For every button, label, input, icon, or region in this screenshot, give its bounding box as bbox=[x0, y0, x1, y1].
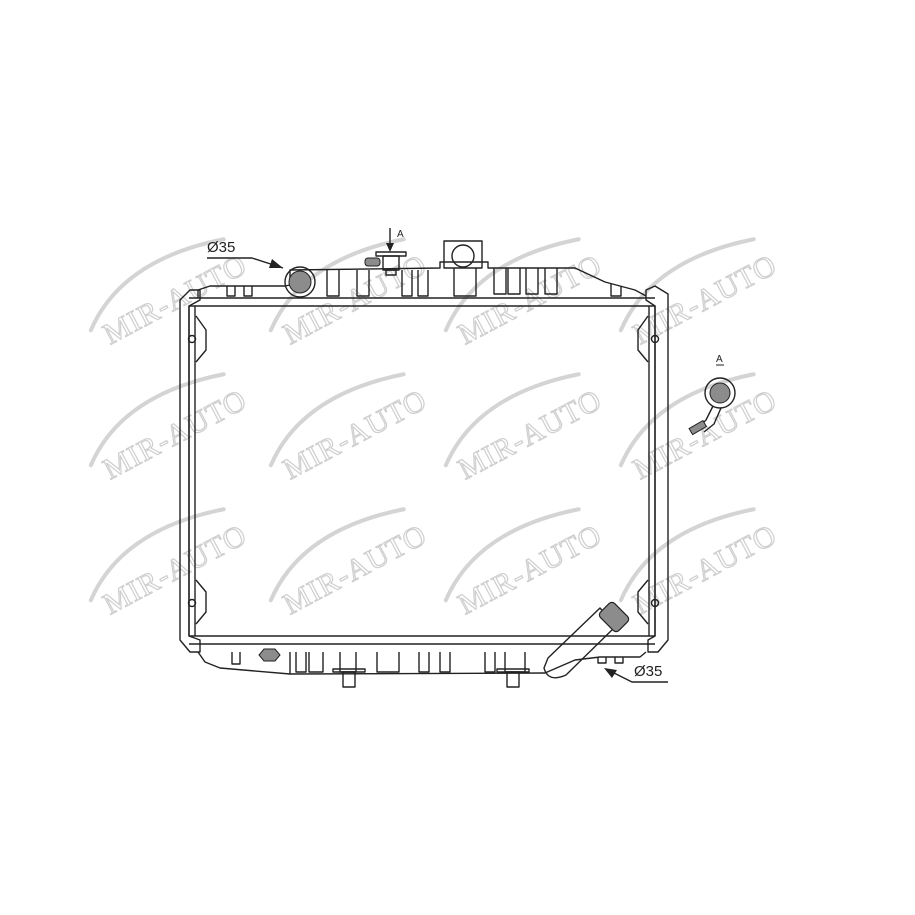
sensor-fitting: A bbox=[364, 228, 407, 276]
svg-text:MIR-AUTO: MIR-AUTO bbox=[98, 518, 253, 621]
svg-text:MIR-AUTO: MIR-AUTO bbox=[453, 383, 608, 486]
watermark: MIR-AUTO bbox=[618, 237, 783, 352]
svg-text:MIR-AUTO: MIR-AUTO bbox=[278, 383, 433, 486]
left-side-bracket bbox=[179, 289, 207, 653]
watermark: MIR-AUTO bbox=[88, 372, 253, 487]
svg-text:MIR-AUTO: MIR-AUTO bbox=[628, 383, 783, 486]
radiator-core bbox=[188, 305, 656, 637]
svg-text:MIR-AUTO: MIR-AUTO bbox=[453, 518, 608, 621]
svg-text:MIR-AUTO: MIR-AUTO bbox=[98, 383, 253, 486]
watermark: MIR-AUTO bbox=[443, 507, 608, 622]
svg-text:MIR-AUTO: MIR-AUTO bbox=[453, 248, 608, 351]
watermark: MIR-AUTO bbox=[268, 372, 433, 487]
watermark: MIR-AUTO bbox=[268, 237, 433, 352]
outlet-dimension: Ø35 bbox=[604, 663, 668, 683]
detail-view-label: A bbox=[716, 354, 723, 365]
svg-text:MIR-AUTO: MIR-AUTO bbox=[278, 248, 433, 351]
right-side-bracket bbox=[637, 285, 669, 653]
outlet-pipe-bottom bbox=[543, 601, 630, 679]
watermark: MIR-AUTO bbox=[88, 507, 253, 622]
top-tank bbox=[189, 240, 655, 299]
watermark: MIR-AUTO bbox=[443, 372, 608, 487]
inlet-dimension: Ø35 bbox=[207, 239, 284, 269]
svg-text:MIR-AUTO: MIR-AUTO bbox=[98, 248, 253, 351]
svg-text:MIR-AUTO: MIR-AUTO bbox=[278, 518, 433, 621]
bottom-tank bbox=[189, 643, 655, 688]
watermark: MIR-AUTO bbox=[268, 507, 433, 622]
detail-view-a: A bbox=[688, 354, 736, 436]
inlet-diameter-label: Ø35 bbox=[207, 239, 235, 256]
svg-text:MIR-AUTO: MIR-AUTO bbox=[628, 248, 783, 351]
watermark: MIR-AUTO bbox=[618, 507, 783, 622]
inlet-pipe-top bbox=[284, 266, 316, 298]
svg-text:MIR-AUTO: MIR-AUTO bbox=[628, 518, 783, 621]
outlet-diameter-label: Ø35 bbox=[634, 663, 662, 680]
detail-marker-a: A bbox=[397, 229, 404, 240]
